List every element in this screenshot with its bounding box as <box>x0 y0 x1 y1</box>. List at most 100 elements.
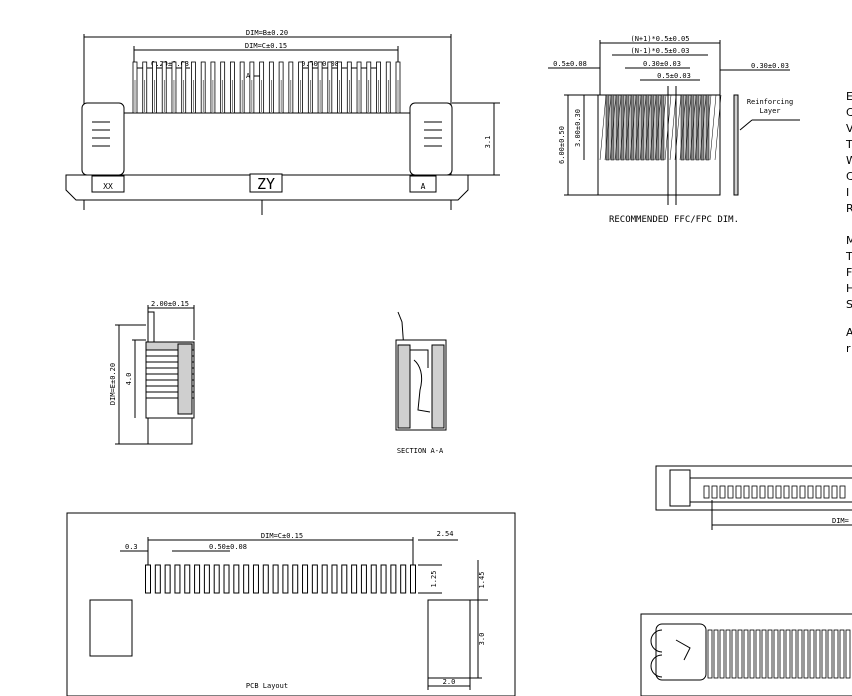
ffc-hatch <box>709 94 717 161</box>
pcb-pad-span: 1.45 <box>478 572 486 589</box>
ffc-contact <box>685 94 690 161</box>
ffc-hatch <box>649 94 657 161</box>
ffc-hatch <box>714 94 722 161</box>
connector-tooth <box>767 629 773 679</box>
pitch-left-label: 0.20±0.03 <box>151 60 189 68</box>
side-note-letter: r <box>846 342 851 355</box>
pcb-pad-w: 2.0 <box>443 678 456 686</box>
side-note-letter: I <box>846 186 849 199</box>
section-marker: A <box>246 72 251 80</box>
connector-tooth <box>751 485 758 499</box>
label-zy: ZY <box>257 175 275 193</box>
ffc-contact <box>640 94 645 161</box>
connector-tooth <box>727 485 734 499</box>
pcb-pad <box>341 564 348 594</box>
pcb-pad <box>321 564 328 594</box>
connector-tooth <box>831 485 838 499</box>
connector-tooth <box>775 485 782 499</box>
ffc-length: 6.00±0.50 <box>558 126 566 164</box>
pcb-pitch: 0.50±0.08 <box>209 543 247 551</box>
connector-teeth-top <box>703 485 846 499</box>
ffc-hatch <box>679 94 687 161</box>
ffc-view: (N+1)*0.5±0.05 (N-1)*0.5±0.03 0.5±0.08 0… <box>548 35 800 225</box>
pcb-pad <box>400 564 407 594</box>
ffc-left-margin: 0.5±0.08 <box>553 60 587 68</box>
side-note-letter: M <box>846 234 852 247</box>
connector-tooth <box>761 629 767 679</box>
pcb-pad <box>311 564 318 594</box>
connector-tooth <box>809 629 815 679</box>
side-width: 2.00±0.15 <box>151 300 189 308</box>
ffc-width-total: (N+1)*0.5±0.05 <box>630 35 689 43</box>
connector-tooth <box>703 485 710 499</box>
ffc-pitch: 0.5±0.03 <box>657 72 691 80</box>
pcb-pads <box>145 564 416 594</box>
ffc-hatch <box>699 94 707 161</box>
connector-tooth <box>799 485 806 499</box>
ffc-contact <box>620 94 625 161</box>
ffc-contacts <box>599 94 722 161</box>
side-note-letter: A <box>846 326 852 339</box>
ffc-hatch <box>629 94 637 161</box>
side-note-letter: S <box>846 298 852 311</box>
ffc-contact <box>650 94 655 161</box>
pcb-pad <box>380 564 387 594</box>
ffc-contact <box>630 94 635 161</box>
pcb-pad <box>194 564 201 594</box>
label-a: A <box>421 182 426 191</box>
ffc-hatch <box>669 94 677 161</box>
connector-tooth <box>713 629 719 679</box>
pcb-pad <box>252 564 259 594</box>
ffc-hatch <box>704 94 712 161</box>
side-note-letter: V <box>846 122 852 135</box>
pcb-pad <box>410 564 416 594</box>
pcb-pad <box>145 564 151 594</box>
ffc-hatch <box>609 94 617 161</box>
ffc-contact <box>605 94 610 161</box>
connector-tooth <box>815 629 821 679</box>
connector-tooth <box>767 485 774 499</box>
connector-tooth <box>737 629 743 679</box>
connector-tooth <box>845 629 851 679</box>
pcb-pad-h: 3.0 <box>478 633 486 646</box>
connector-tooth <box>707 629 713 679</box>
pcb-pad <box>272 564 279 594</box>
connector-tooth <box>839 629 845 679</box>
connector-tooth <box>791 485 798 499</box>
pcb-pad <box>243 564 250 594</box>
ffc-hatch <box>694 94 702 161</box>
connector-tooth <box>785 629 791 679</box>
top-view: DIM=B±0.20 DIM=C±0.15 0.20±0.03 0.50±0.0… <box>65 29 500 215</box>
ffc-contact-len: 3.00±0.30 <box>574 109 582 147</box>
side-note-letter: T <box>845 250 852 263</box>
ffc-contact-w: 0.30±0.03 <box>643 60 681 68</box>
top-pins <box>132 61 401 115</box>
connector-tooth <box>807 485 814 499</box>
ffc-contact <box>700 94 705 161</box>
connector-tooth <box>755 629 761 679</box>
connector-tooth <box>815 485 822 499</box>
ffc-caption: RECOMMENDED FFC/FPC DIM. <box>609 215 739 225</box>
side-note-letter: W <box>846 154 852 167</box>
ffc-contact <box>615 94 620 161</box>
ffc-hatch <box>624 94 632 161</box>
pcb-layout: DIM=C±0.15 0.3 0.50±0.08 2.54 1.25 1.45 … <box>66 512 516 696</box>
ffc-hatch <box>614 94 622 161</box>
connector-tooth <box>719 485 726 499</box>
pcb-pad <box>203 564 210 594</box>
ffc-contact <box>680 94 685 161</box>
pcb-dim-c: DIM=C±0.15 <box>261 532 303 540</box>
pcb-pad <box>360 564 367 594</box>
ffc-hatch <box>684 94 692 161</box>
ffc-hatch <box>619 94 627 161</box>
pcb-pad <box>233 564 240 594</box>
bottom-dim-partial: DIM= <box>832 517 849 525</box>
side-note-letter: R <box>846 202 852 215</box>
pcb-pad <box>302 564 309 594</box>
connector-tooth <box>719 629 725 679</box>
ffc-contact <box>610 94 615 161</box>
pcb-pad <box>262 564 269 594</box>
section-caption: SECTION A-A <box>397 447 444 455</box>
side-note-letter: C <box>846 170 852 183</box>
